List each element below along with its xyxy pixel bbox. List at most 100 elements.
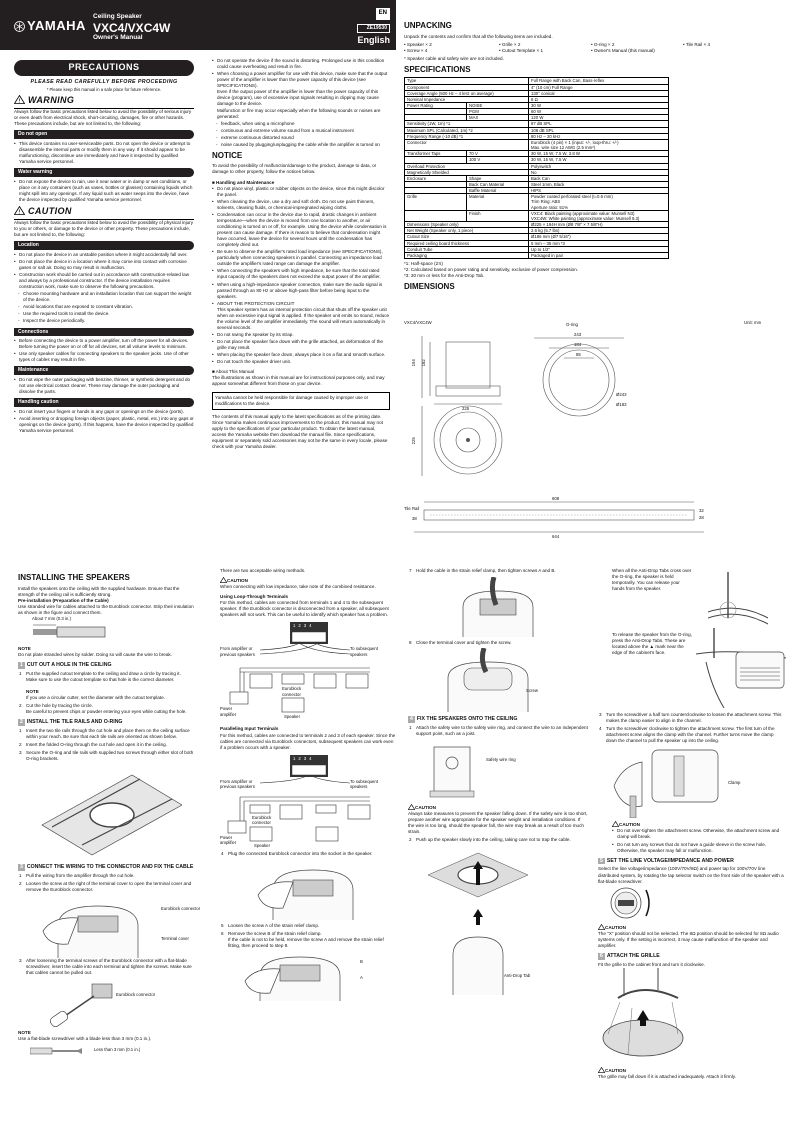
spec-value: VXC4: Black painting (approximate value:… (528, 209, 669, 223)
spec-sublabel: Finish (466, 209, 529, 223)
spec-value: 30 W (528, 101, 669, 110)
caution-item: Do not place the device in a location wh… (14, 259, 194, 271)
loop-wiring-svg (229, 622, 370, 713)
safety-wire-figure: Safety wire ring (408, 739, 588, 801)
package-item: • O-ring × 2 (591, 41, 615, 47)
spec-label (404, 210, 467, 223)
safety-wire-label: Safety wire ring (486, 757, 516, 763)
note-text: Use a flat-blade screwdriver with a blad… (18, 1035, 152, 1041)
anti-drop-tab-label: Anti-Drop Tab (504, 973, 531, 979)
loop-through-text: For this method, cables are connected fr… (220, 600, 389, 618)
spec-value: Packaged in pair (528, 251, 669, 260)
dim-value: 194 (410, 359, 416, 367)
notice-item: When connecting the speakers with high i… (212, 268, 390, 280)
caution-text: The grille may fall down if it is attach… (598, 1073, 736, 1079)
spec-label: Grille (404, 193, 467, 211)
unit-label: Unit: mm (744, 320, 762, 325)
strain-relief-illustration (244, 956, 341, 1001)
dim-value: Ø183 (616, 402, 627, 407)
contents-text: The contents of this manual apply to the… (212, 413, 388, 449)
hold-cable-figure (448, 576, 548, 638)
caution-item: Do not turn any screws that do not have … (612, 842, 784, 854)
caution-triangle-icon (407, 803, 416, 810)
package-item: • Tile Rail × 4 (683, 41, 711, 47)
strain-relief-figure: B A (220, 951, 396, 1001)
footnote: *1: Half-space (2π) (404, 261, 443, 267)
caution-subitem: Use the required tools to install the de… (14, 311, 194, 317)
tile-rail-label: Tile Rail (404, 506, 420, 511)
keep-note: * Please keep this manual in a safe plac… (46, 86, 162, 92)
dim-value: 644 (552, 534, 560, 539)
model-name: VXC4/VXC4W (93, 20, 171, 35)
doc-type: Owner's Manual (93, 34, 143, 42)
dim-value: 225 (462, 406, 470, 411)
warning-intro: Always follow the basic precautions list… (14, 109, 192, 127)
wiring-caution-title: CAUTION (219, 576, 396, 584)
notice-item: When cleaning the device, use a dry and … (212, 199, 390, 211)
package-item: • Owner's Manual (this manual) (591, 47, 655, 53)
dimension-lines-svg (414, 336, 704, 533)
product-category: Ceiling Speaker (93, 13, 142, 20)
from-amp-label: From amplifier or previous speakers (220, 778, 255, 790)
dim-value: 184 (574, 342, 582, 347)
speaker-label: Speaker (254, 842, 271, 848)
plug-connector-figure (253, 859, 363, 920)
caution-item: Before connecting the device to a power … (14, 338, 194, 350)
dim-value: 38 (412, 516, 417, 521)
unpacking-title: UNPACKING (404, 21, 452, 30)
loop-through-diagram: 1234 From amplifier or previous speakers… (220, 618, 396, 726)
anti-drop-tab-illustration (708, 572, 768, 625)
screw-label: Screw (526, 688, 538, 694)
power-amp-label: Power amplifier (220, 834, 237, 846)
language-block: EN ZE19530 English (357, 8, 390, 46)
tile-rail-figure (32, 765, 183, 861)
caution-heading: !CAUTION (13, 205, 194, 221)
caution-title: CAUTION (597, 1066, 784, 1074)
push-up-figure: Anti-Drop Tab (408, 845, 588, 996)
spec-value: Full Range with Back Can, Bass-reflex (528, 77, 669, 85)
spec-label: Connector (404, 138, 529, 152)
precautions-subtitle: PLEASE READ CAREFULLY BEFORE PROCEEDING (30, 78, 178, 85)
caution-title: CAUTION (611, 821, 784, 828)
installing-column-4: When all the Anti-Drop Tabs cross over t… (597, 568, 786, 1080)
notice-item: When using a high-impedance speaker conn… (212, 282, 390, 300)
safety-wire-illustration (429, 746, 475, 798)
speaker-cover-illustration (447, 648, 529, 713)
caution-intro: Always follow the basic precautions list… (14, 220, 193, 238)
brand-logo: YAMAHA (14, 17, 86, 34)
package-item: • Cutout Template × 1 (499, 47, 544, 53)
screw-b-label: B (360, 959, 363, 964)
spec-value: 120 W (528, 114, 669, 122)
note-title: NOTE (18, 1029, 31, 1035)
parallel-diagram: 1234 From amplifier or previous speakers… (220, 751, 396, 851)
spec-row: Coverage Angle (500 Hz – 4 kHz on averag… (404, 89, 669, 97)
dim-value: 32 (699, 508, 704, 513)
noise-item: noise caused by plugging/unplugging the … (212, 142, 390, 148)
spec-value: Powder coated perforated steel (t=0.6 mm… (528, 193, 669, 211)
caution-triangle-icon (597, 923, 606, 930)
wire-strip-figure: About 7 mm (0.3 in.) (32, 616, 196, 646)
screwdriver-illustration (49, 983, 113, 1027)
dimensions-title: DIMENSIONS (404, 282, 455, 292)
notice-item: When placing the speaker face down, alwa… (212, 352, 390, 358)
spec-value: 130° conical (528, 89, 669, 97)
spec-value: 60 W (528, 108, 669, 116)
noise-item: extreme continuous distorted sound (212, 135, 390, 141)
spec-value: 87 dB SPL (528, 120, 669, 128)
dim-value: 243 (574, 332, 582, 337)
notice-item: Be sure to observe the amplifier's rated… (212, 249, 390, 267)
